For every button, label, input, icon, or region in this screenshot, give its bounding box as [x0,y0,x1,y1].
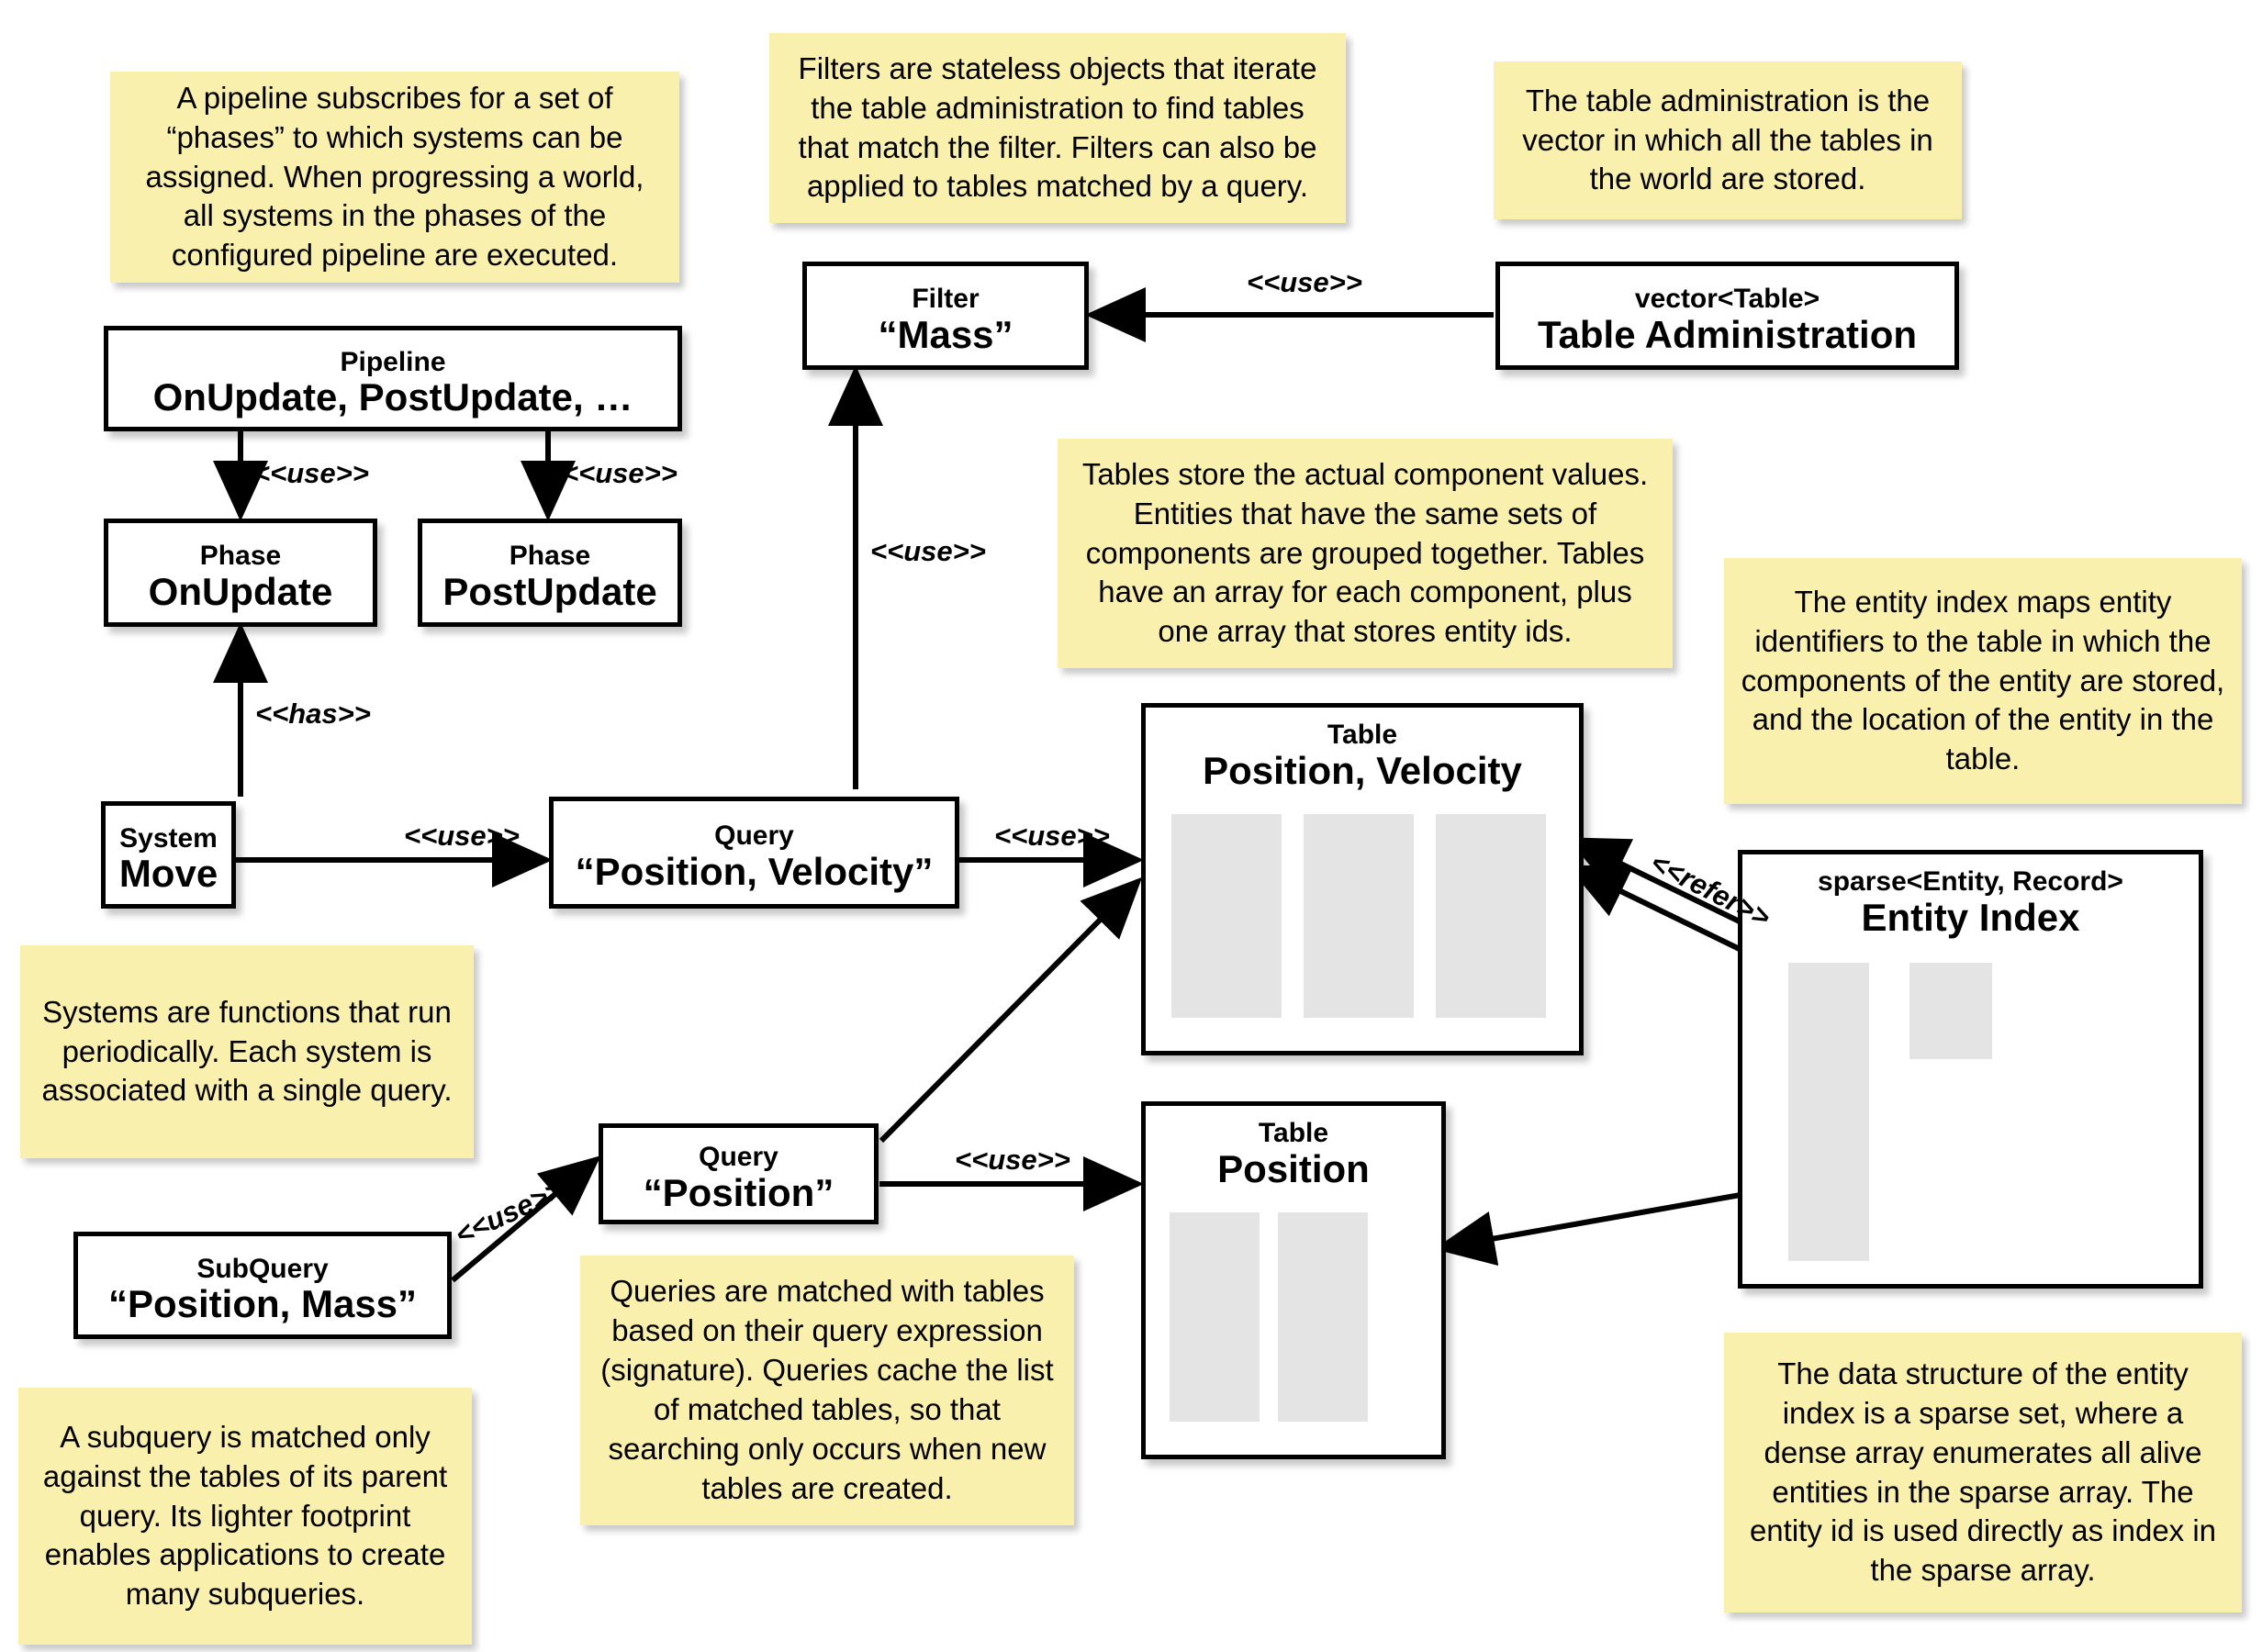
box-query-position-velocity-stereotype: Query [714,820,794,852]
note-subquery-text: A subquery is matched only against the t… [42,1419,448,1612]
box-system-move-title: Move [118,852,218,896]
table-column-position [1304,814,1414,1018]
box-pipeline[interactable]: Pipeline OnUpdate, PostUpdate, … [104,326,682,431]
table-column-entity-ids [1171,814,1282,1018]
arrow-querypos-to-table-posvel [879,876,1143,1144]
note-pipeline-text: A pipeline subscribes for a set of “phas… [145,80,644,273]
table-column-entity-ids-2 [1170,1212,1260,1422]
note-sparse-set-text: The data structure of the entity index i… [1749,1356,2217,1588]
table-column-position-2 [1278,1212,1368,1422]
box-table-administration-title: Table Administration [1537,312,1918,356]
box-phase-onupdate[interactable]: Phase OnUpdate [104,519,377,627]
note-queries: Queries are matched with tables based on… [580,1256,1074,1525]
box-phase-postupdate-title: PostUpdate [442,569,657,613]
note-tables: Tables store the actual component values… [1058,439,1673,668]
box-pipeline-stereotype: Pipeline [340,346,446,377]
box-phase-postupdate-stereotype: Phase [509,541,591,572]
box-table-position-title: Position [1217,1146,1370,1190]
box-table-position-velocity-title: Position, Velocity [1203,748,1522,792]
note-tables-text: Tables store the actual component values… [1081,456,1649,649]
note-pipeline: A pipeline subscribes for a set of “phas… [110,72,679,283]
note-filters: Filters are stateless objects that itera… [769,33,1346,223]
box-query-position-velocity-title: “Position, Velocity” [575,849,934,893]
box-table-position-stereotype: Table [1258,1118,1329,1148]
box-subquery-position-mass-stereotype: SubQuery [196,1253,329,1284]
box-entity-index[interactable]: sparse<Entity, Record> Entity Index [1738,850,2203,1289]
edge-label-subquery-use-query: <<use>> [450,1173,569,1252]
edge-label-system-use-query: <<use>> [404,820,520,852]
note-sparse-set: The data structure of the entity index i… [1724,1333,2242,1613]
note-subquery: A subquery is matched only against the t… [18,1388,472,1645]
box-entity-index-stereotype: sparse<Entity, Record> [1818,866,2123,897]
edge-label-pipeline-onupdate: <<use>> [253,457,369,489]
note-filters-text: Filters are stateless objects that itera… [798,50,1317,204]
box-table-administration[interactable]: vector<Table> Table Administration [1495,262,1959,370]
box-entity-index-title: Entity Index [1861,895,2080,939]
box-subquery-position-mass[interactable]: SubQuery “Position, Mass” [73,1232,452,1339]
edge-label-query-use-table: <<use>> [994,820,1110,852]
box-phase-onupdate-stereotype: Phase [199,541,282,572]
note-table-administration: The table administration is the vector i… [1494,61,1962,219]
note-entity-index-text: The entity index maps entity identifiers… [1741,584,2225,776]
box-phase-postupdate[interactable]: Phase PostUpdate [418,519,682,627]
note-systems-text: Systems are functions that run periodica… [41,994,453,1108]
note-entity-index: The entity index maps entity identifiers… [1724,558,2242,804]
table-position-velocity-columns [1171,814,1557,1018]
box-pipeline-title: OnUpdate, PostUpdate, … [152,375,633,419]
edge-label-querypos-use-table: <<use>> [955,1144,1070,1176]
table-position-columns [1170,1212,1425,1422]
note-table-administration-text: The table administration is the vector i… [1522,83,1933,196]
box-system-move-stereotype: System [119,822,218,854]
box-table-position-velocity[interactable]: Table Position, Velocity [1141,703,1584,1055]
box-filter-mass[interactable]: Filter “Mass” [802,262,1089,370]
edge-label-pipeline-postupdate: <<use>> [562,457,677,489]
box-query-position-velocity[interactable]: Query “Position, Velocity” [549,797,959,909]
note-queries-text: Queries are matched with tables based on… [600,1274,1054,1505]
box-phase-onupdate-title: OnUpdate [148,569,333,613]
box-filter-mass-title: “Mass” [878,312,1013,356]
box-table-position[interactable]: Table Position [1141,1101,1446,1459]
edge-label-admin-use-filter: <<use>> [1247,266,1362,298]
box-subquery-position-mass-title: “Position, Mass” [107,1282,418,1326]
entity-index-sparse-array [1788,963,1869,1261]
box-table-position-velocity-stereotype: Table [1327,720,1398,750]
entity-index-dense-array [1909,963,1992,1059]
edge-label-query-use-filter: <<use>> [870,535,986,567]
note-systems: Systems are functions that run periodica… [20,945,474,1158]
box-table-administration-stereotype: vector<Table> [1634,284,1820,315]
box-query-position[interactable]: Query “Position” [599,1123,879,1224]
box-query-position-stereotype: Query [699,1142,778,1173]
table-column-velocity [1436,814,1546,1018]
box-query-position-title: “Position” [643,1170,834,1214]
box-filter-mass-stereotype: Filter [912,284,980,315]
edge-label-system-has-phase: <<has>> [255,698,371,730]
box-system-move[interactable]: System Move [101,801,236,909]
